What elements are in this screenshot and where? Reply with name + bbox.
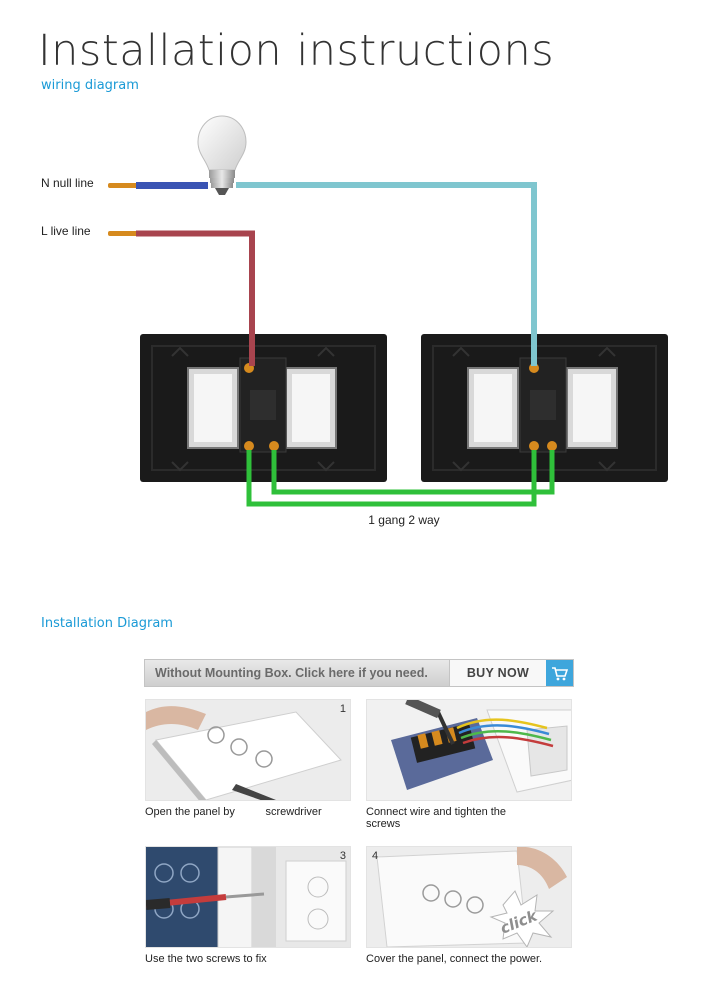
installation-diagram-heading: Installation Diagram — [41, 616, 173, 631]
step-4: 4 click Cover the panel, connect the pow… — [366, 846, 572, 965]
step-3-photo: 3 — [145, 846, 351, 948]
step-1: 1 Open the panel by screwdriver — [145, 699, 351, 818]
mounting-box-link[interactable]: Without Mounting Box. Click here if you … — [155, 666, 428, 680]
step-2-caption: Connect wire and tighten the screws — [366, 806, 507, 830]
live-wire — [136, 230, 255, 366]
switch-panel-right — [421, 334, 668, 482]
step-3-caption: Use the two screws to fix — [145, 953, 267, 965]
step-4-photo: 4 click — [366, 846, 572, 948]
live-line-label: L live line — [41, 224, 91, 238]
wiring-diagram: N null line L live line — [41, 115, 668, 527]
step-2: Connect wire and tighten the screws — [366, 699, 572, 830]
lamp-wire — [236, 182, 537, 366]
neutral-line-label: N null line — [41, 176, 94, 190]
step-3: 3 Use the two screws to fix — [145, 846, 351, 965]
neutral-wire-end — [108, 183, 138, 188]
step-4-caption: Cover the panel, connect the power. — [366, 953, 543, 965]
step-1-caption: Open the panel by screwdriver — [145, 806, 322, 818]
traveler-wire-2 — [271, 450, 555, 495]
page-title: Installation instructions — [38, 26, 555, 76]
step-1-photo: 1 — [145, 699, 351, 801]
buy-now-button[interactable]: BUY NOW — [449, 660, 546, 686]
step-1-number: 1 — [339, 703, 346, 715]
cart-icon[interactable] — [546, 660, 573, 686]
step-4-number: 4 — [372, 850, 379, 862]
step-2-photo — [366, 699, 572, 801]
light-bulb-icon — [197, 115, 247, 195]
wiring-diagram-heading: wiring diagram — [41, 78, 139, 93]
step-3-number: 3 — [339, 850, 346, 862]
traveler-wire-1 — [246, 450, 537, 507]
live-wire-end — [108, 231, 138, 236]
wiring-caption: 1 gang 2 way — [368, 513, 439, 527]
switch-panel-left — [140, 334, 387, 482]
mounting-box-banner: Without Mounting Box. Click here if you … — [144, 659, 574, 687]
